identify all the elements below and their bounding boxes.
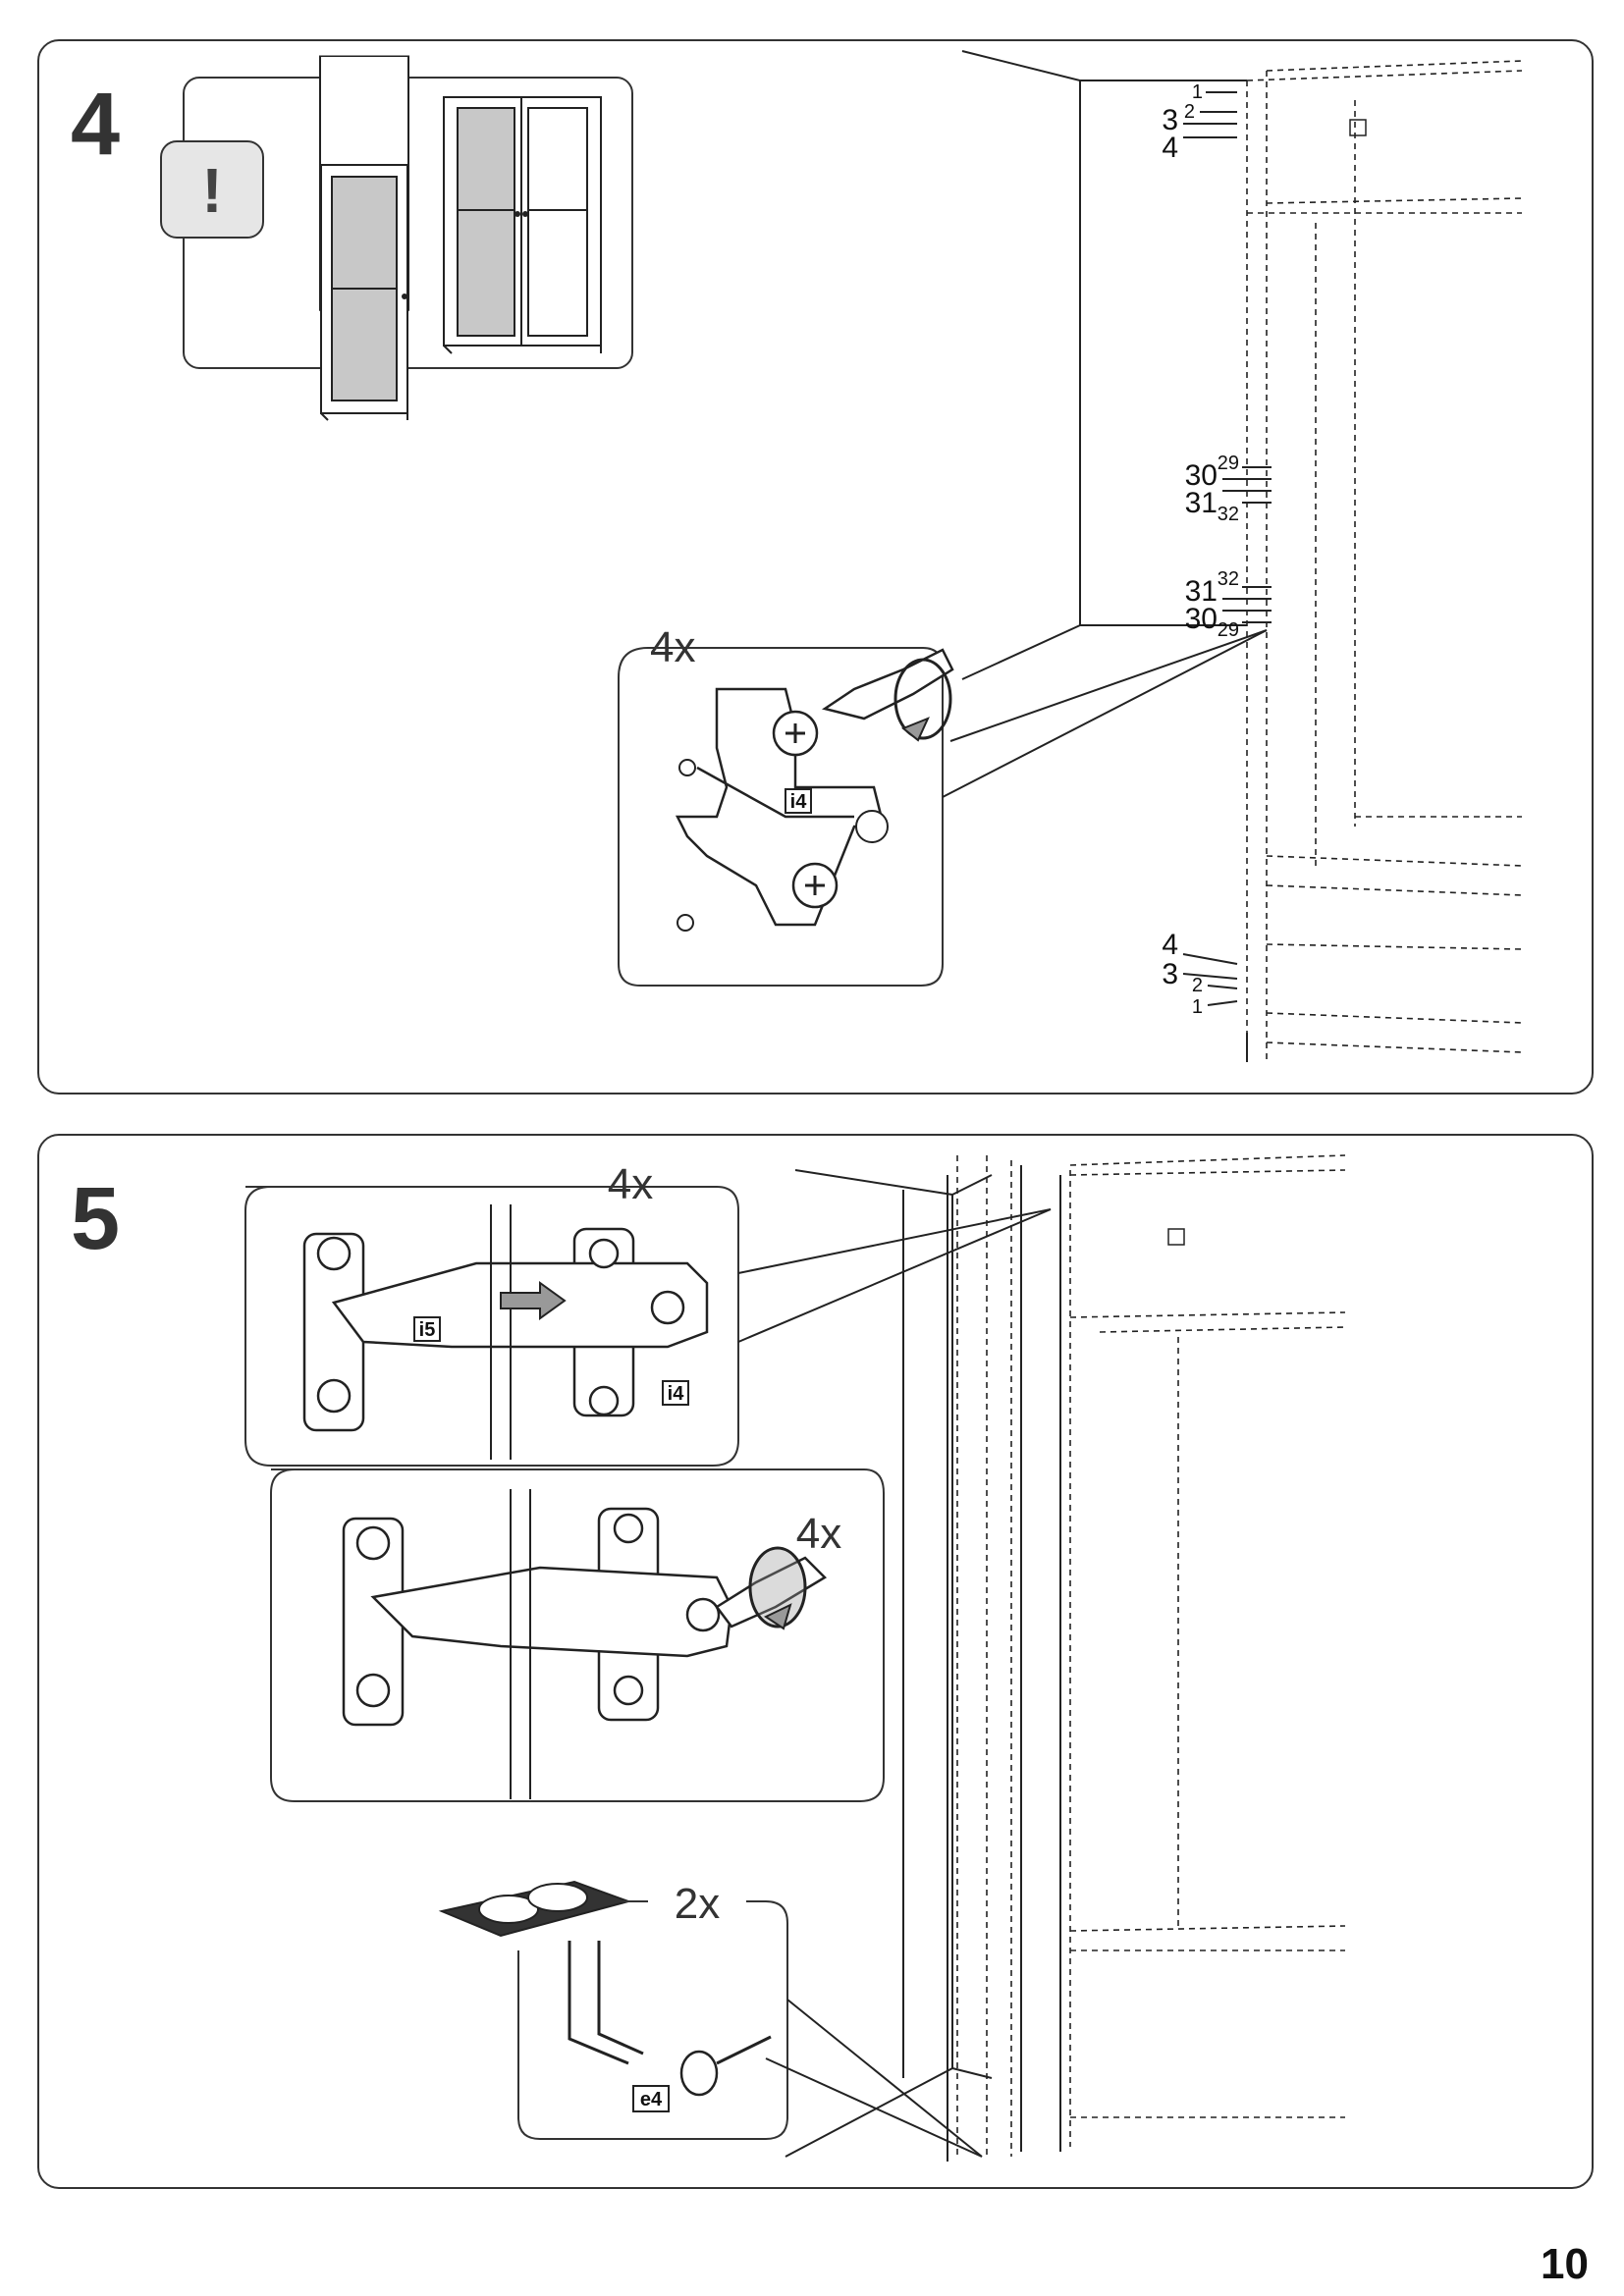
hole-label: 2 xyxy=(1184,101,1195,123)
hole-labels-top: 1 2 3 4 xyxy=(1162,81,1237,164)
cap-tag: e4 xyxy=(640,2089,663,2110)
hole-label: 31 xyxy=(1185,575,1218,608)
warning-exclamation-icon xyxy=(160,140,264,239)
hole-label: 31 xyxy=(1185,487,1218,519)
hinge-plate-detail: 4x i4 xyxy=(618,623,1268,987)
plate-tag: i4 xyxy=(668,1383,685,1405)
clockwise-rotate-icon xyxy=(893,658,952,740)
screwdriver-icon xyxy=(715,1546,828,1630)
hole-label: 29 xyxy=(1218,453,1239,474)
hole-label: 1 xyxy=(1192,81,1203,103)
hinge-quantity: 4x xyxy=(608,1160,653,1208)
hole-label: 30 xyxy=(1185,459,1218,492)
hinge-screw-detail: 4x xyxy=(270,1468,885,1802)
cover-cap-detail: 2x e4 xyxy=(438,1880,983,2158)
screwdriver-icon xyxy=(821,648,954,742)
hinge-plate-tag xyxy=(785,788,812,814)
single-door-wardrobe xyxy=(319,55,409,421)
hole-label: 4 xyxy=(1162,929,1178,961)
hole-labels-bottom: 4 3 2 1 xyxy=(1162,929,1238,1018)
hole-label: 32 xyxy=(1218,568,1239,590)
hole-label: 30 xyxy=(1185,603,1218,635)
step-4-number: 4 xyxy=(71,76,121,174)
hole-labels-mid-1: 30 29 31 32 xyxy=(1185,453,1272,525)
notice-symbol: ! xyxy=(201,155,222,226)
clockwise-rotate-icon xyxy=(748,1546,807,1629)
hinge-attach-detail: 4x i5 i4 xyxy=(244,1160,1052,1467)
hole-label: 32 xyxy=(1218,504,1239,525)
cabinet-with-door xyxy=(785,1154,1346,2162)
step-5-number: 5 xyxy=(71,1170,121,1268)
screw-quantity: 4x xyxy=(650,623,695,671)
hole-label: 3 xyxy=(1162,104,1178,136)
push-arrow-icon xyxy=(500,1281,567,1320)
step-4-illustration: ! xyxy=(160,50,1523,1062)
step-4-panel: 4 ! xyxy=(37,39,1594,1095)
cap-quantity: 2x xyxy=(675,1880,720,1928)
hole-label: 3 xyxy=(1162,958,1178,990)
hole-label: 2 xyxy=(1192,975,1203,996)
page-number: 10 xyxy=(1541,2240,1589,2288)
wardrobe-notice-inset: ! xyxy=(160,55,633,421)
cabinet-side-panel xyxy=(961,50,1523,1062)
hole-label: 29 xyxy=(1218,619,1239,641)
step-5-panel: 5 xyxy=(37,1134,1594,2189)
hinge-plate-tag-label: i4 xyxy=(790,791,808,813)
screw-quantity: 4x xyxy=(796,1510,841,1558)
hinge-tag: i5 xyxy=(419,1319,436,1341)
step-5-illustration: 4x i5 i4 4x xyxy=(244,1154,1346,2162)
hole-label: 1 xyxy=(1192,996,1203,1018)
double-door-wardrobe xyxy=(443,96,602,354)
hole-label: 4 xyxy=(1162,132,1178,164)
hole-labels-mid-2: 31 32 30 29 xyxy=(1185,568,1272,641)
